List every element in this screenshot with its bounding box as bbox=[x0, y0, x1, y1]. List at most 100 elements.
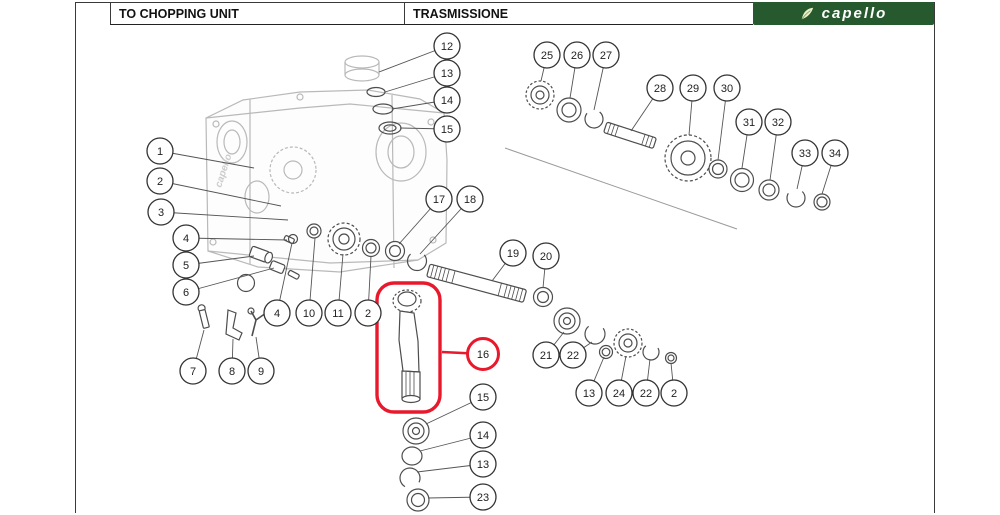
callout-number-13: 13 bbox=[583, 388, 595, 400]
part-ring-27 bbox=[584, 109, 604, 129]
callout-number-4: 4 bbox=[183, 233, 189, 245]
callout-balloon-12 bbox=[433, 32, 461, 60]
callout-number-22: 22 bbox=[567, 350, 579, 362]
leader-line-2 bbox=[159, 180, 282, 207]
capello-logo: capello bbox=[753, 2, 934, 25]
leaf-icon bbox=[801, 7, 813, 20]
part-shim-13c bbox=[598, 344, 614, 360]
callout-balloon-13 bbox=[433, 59, 461, 87]
part-pinion-16 bbox=[392, 289, 422, 404]
callout-number-2: 2 bbox=[671, 388, 677, 400]
part-circlip-13b bbox=[399, 467, 421, 489]
callout-balloon-4 bbox=[172, 224, 200, 252]
callout-balloon-2 bbox=[660, 379, 688, 407]
callout-balloon-19 bbox=[499, 239, 527, 267]
part-ring-32 bbox=[758, 179, 780, 201]
part-fitting bbox=[269, 260, 286, 274]
callout-number-30: 30 bbox=[721, 83, 733, 95]
callout-balloon-30 bbox=[713, 74, 741, 102]
callout-number-3: 3 bbox=[158, 207, 164, 219]
callout-number-4: 4 bbox=[274, 308, 280, 320]
callout-balloon-11 bbox=[324, 299, 352, 327]
leader-line-1 bbox=[159, 150, 255, 169]
callout-number-9: 9 bbox=[258, 366, 264, 378]
callout-balloon-13 bbox=[469, 450, 497, 478]
part-pin-b bbox=[287, 269, 300, 280]
callout-balloon-4 bbox=[263, 299, 291, 327]
callout-number-33: 33 bbox=[799, 148, 811, 160]
callout-balloon-13 bbox=[575, 379, 603, 407]
part-bracket bbox=[225, 309, 243, 341]
callout-number-28: 28 bbox=[654, 83, 666, 95]
callout-balloon-6 bbox=[172, 278, 200, 306]
callout-balloon-21 bbox=[532, 341, 560, 369]
callout-number-13: 13 bbox=[441, 68, 453, 80]
callout-balloon-27 bbox=[592, 41, 620, 69]
part-bearing-31 bbox=[729, 167, 755, 193]
callout-number-20: 20 bbox=[540, 251, 552, 263]
leader-line-3 bbox=[160, 211, 289, 221]
part-bearing-21 bbox=[553, 307, 581, 335]
callout-balloon-10 bbox=[295, 299, 323, 327]
callout-balloon-24 bbox=[605, 379, 633, 407]
callout-number-23: 23 bbox=[477, 492, 489, 504]
header-left-title: TO CHOPPING UNIT bbox=[110, 2, 404, 25]
callout-number-14: 14 bbox=[441, 95, 453, 107]
callout-number-32: 32 bbox=[772, 117, 784, 129]
callout-number-24: 24 bbox=[613, 388, 625, 400]
callout-number-17: 17 bbox=[433, 194, 445, 206]
callout-number-15: 15 bbox=[477, 392, 489, 404]
leader-line-4 bbox=[185, 237, 288, 241]
assembly-reference-line bbox=[504, 147, 738, 230]
callout-number-26: 26 bbox=[571, 50, 583, 62]
part-ring-30 bbox=[708, 159, 728, 179]
callout-balloon-7 bbox=[179, 357, 207, 385]
callout-balloon-1 bbox=[146, 137, 174, 165]
callout-number-22: 22 bbox=[640, 388, 652, 400]
highlight-box bbox=[375, 281, 442, 414]
callout-balloon-15 bbox=[469, 383, 497, 411]
callout-balloon-32 bbox=[764, 108, 792, 136]
part-bearing-15b bbox=[402, 417, 430, 445]
callout-number-21: 21 bbox=[540, 350, 552, 362]
callout-balloon-34 bbox=[821, 139, 849, 167]
callout-balloon-15 bbox=[433, 115, 461, 143]
callout-balloon-28 bbox=[646, 74, 674, 102]
part-gear-29 bbox=[664, 134, 712, 182]
callout-number-18: 18 bbox=[464, 194, 476, 206]
callout-number-8: 8 bbox=[229, 366, 235, 378]
callout-number-5: 5 bbox=[183, 260, 189, 272]
callout-balloon-14 bbox=[469, 421, 497, 449]
callout-balloon-25 bbox=[533, 41, 561, 69]
callout-number-31: 31 bbox=[743, 117, 755, 129]
logo-text: capello bbox=[821, 5, 888, 22]
part-pin-a bbox=[283, 235, 295, 245]
exploded-parts bbox=[197, 80, 831, 512]
callout-balloon-29 bbox=[679, 74, 707, 102]
callout-balloon-14 bbox=[433, 86, 461, 114]
callout-number-34: 34 bbox=[829, 148, 841, 160]
callout-balloon-8 bbox=[218, 357, 246, 385]
callout-balloon-2 bbox=[354, 299, 382, 327]
header-right-title: TRASMISSIONE bbox=[404, 2, 753, 25]
callout-balloon-22 bbox=[559, 341, 587, 369]
right-title-text: TRASMISSIONE bbox=[413, 6, 509, 21]
callout-number-2: 2 bbox=[365, 308, 371, 320]
callout-number-12: 12 bbox=[441, 41, 453, 53]
callout-balloon-20 bbox=[532, 242, 560, 270]
part-circlip-18 bbox=[406, 250, 428, 272]
callout-number-11: 11 bbox=[332, 308, 343, 320]
part-small-ring bbox=[287, 233, 299, 245]
callout-balloon-33 bbox=[791, 139, 819, 167]
part-bevel-gear-25 bbox=[525, 80, 555, 110]
part-shaft-19 bbox=[426, 263, 527, 303]
callout-balloon-16 bbox=[466, 337, 500, 371]
part-seal-23 bbox=[406, 488, 430, 512]
part-circlip-22a bbox=[584, 323, 606, 345]
callout-balloon-31 bbox=[735, 108, 763, 136]
callout-balloon-2 bbox=[146, 167, 174, 195]
callout-number-10: 10 bbox=[303, 308, 315, 320]
callout-balloon-26 bbox=[563, 41, 591, 69]
